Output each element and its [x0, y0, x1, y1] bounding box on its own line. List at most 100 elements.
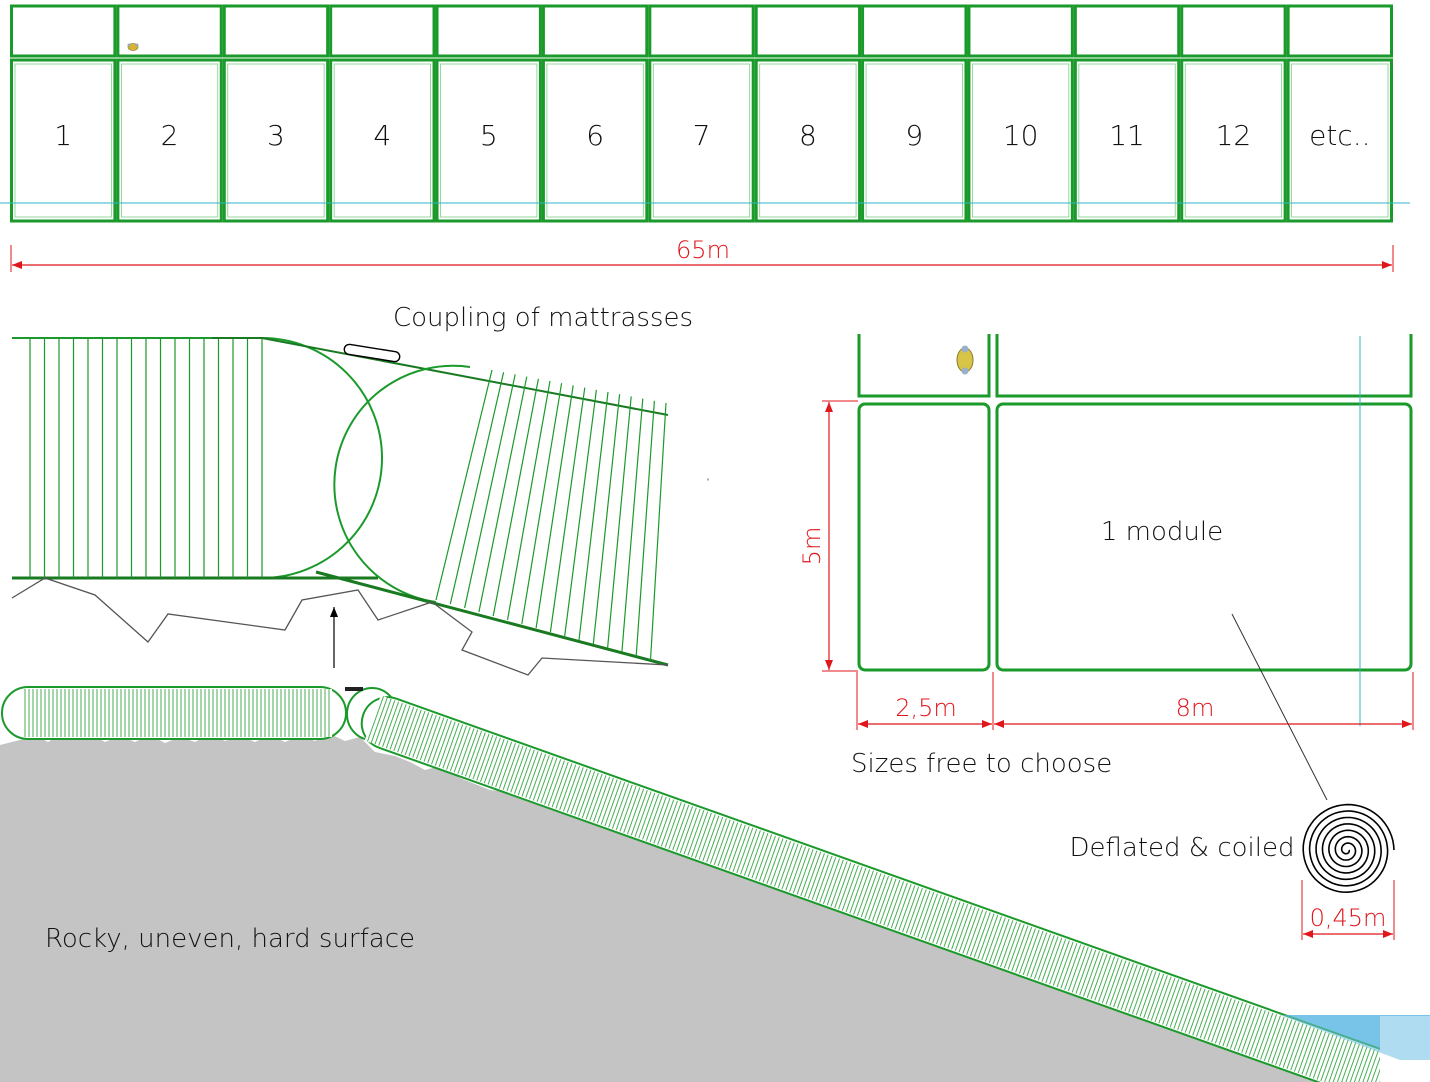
module-top-chamber	[1286, 4, 1393, 58]
module-number: 2	[161, 119, 179, 152]
module-inner-outline	[865, 63, 963, 218]
module-number: 3	[267, 119, 285, 152]
hatch-line	[592, 394, 621, 645]
module-inner-outline	[1184, 63, 1283, 218]
hatch-line	[549, 387, 586, 633]
stray-mark: ˌ	[706, 467, 710, 481]
module-inner-outline	[1078, 63, 1176, 218]
hatch-line	[478, 376, 528, 613]
module-cell: 3	[222, 4, 330, 223]
module-number: 12	[1216, 119, 1252, 152]
module-cell: 7	[648, 4, 755, 223]
sizes-note: Sizes free to choose	[851, 749, 1112, 779]
hatch-line	[621, 398, 644, 653]
narrow-width-label: 2,5m	[895, 694, 957, 722]
module-main-chamber	[116, 58, 223, 223]
hatch-line	[649, 402, 667, 661]
coupling-left-hatch	[29, 338, 263, 578]
coupling-right-mattress	[212, 337, 669, 667]
module-inner-outline	[227, 63, 325, 218]
module-top-chamber	[222, 4, 330, 58]
module-main-chamber	[648, 58, 755, 223]
hatch-line	[535, 385, 574, 629]
module-cell: 10	[967, 4, 1074, 223]
module-number: 7	[693, 119, 711, 152]
module-top-chamber	[1180, 4, 1287, 58]
coupling-connector-icon	[343, 343, 401, 363]
hatch-line	[607, 396, 632, 649]
hatch-line	[464, 374, 516, 609]
module-number: 6	[586, 119, 604, 152]
module-top-chamber	[329, 4, 436, 58]
module-inner-outline	[440, 63, 538, 218]
hatch-line	[506, 380, 551, 621]
module-main-chamber	[861, 58, 968, 223]
module-main-chamber	[10, 58, 117, 223]
coupling-left-mattress	[12, 337, 383, 580]
sloped-mattress	[360, 695, 1410, 1082]
module-inner-outline	[759, 63, 857, 218]
coupling-title: Coupling of mattrasses	[393, 303, 693, 333]
coil-label: Deflated & coiled	[1070, 833, 1295, 863]
water-overlay	[1280, 1015, 1430, 1060]
hatch-line	[492, 378, 539, 617]
terrain-label: Rocky, uneven, hard surface	[45, 924, 415, 954]
module-main-chamber	[1073, 58, 1181, 223]
module-top-chamber	[541, 4, 649, 58]
module-main-chamber	[754, 58, 862, 223]
module-number: 11	[1109, 119, 1145, 152]
module-inner-outline	[546, 63, 644, 218]
module-number: 9	[905, 119, 923, 152]
module-cell: 4	[329, 4, 436, 223]
module-top-chamber	[967, 4, 1074, 58]
module-top-chamber	[1073, 4, 1181, 58]
module-number: 8	[799, 119, 817, 152]
hatch-line	[635, 400, 655, 657]
module-inner-outline	[1291, 63, 1389, 218]
module-inner-outline	[972, 63, 1070, 218]
hatch-line	[564, 389, 597, 637]
module-top-chamber	[435, 4, 542, 58]
module-top-chamber	[861, 4, 968, 58]
height-label: 5m	[798, 527, 826, 566]
module-cell: 11	[1073, 4, 1181, 223]
valve-icon	[127, 43, 139, 51]
module-number: etc..	[1309, 119, 1370, 152]
module-top-chamber	[648, 4, 755, 58]
coupling-ground-profile	[11, 577, 669, 676]
module-main-chamber	[967, 58, 1074, 223]
module-detail-drawing	[856, 320, 1416, 726]
module-inner-outline	[652, 63, 751, 218]
module-top-chamber	[10, 4, 117, 58]
module-cell: 2	[116, 4, 223, 223]
coil-diameter-label: 0,45m	[1310, 904, 1387, 932]
module-main-chamber	[1286, 58, 1393, 223]
wide-width-label: 8m	[1176, 694, 1215, 722]
module-main-chamber	[541, 58, 649, 223]
module-inner-outline	[14, 63, 112, 218]
total-length-label: 65m	[676, 236, 730, 264]
module-main-chamber	[1180, 58, 1287, 223]
module-top-chamber	[754, 4, 862, 58]
module-top-chamber	[116, 4, 223, 58]
module-cell: 1	[10, 4, 117, 223]
module-inner-outline	[120, 63, 219, 218]
flat-mattress	[1, 686, 398, 741]
module-label: 1 module	[1101, 517, 1223, 547]
module-main-chamber	[435, 58, 542, 223]
module-valve-icon	[956, 345, 974, 375]
hatch-line	[449, 372, 505, 605]
module-number: 5	[480, 119, 498, 152]
hatch-line	[435, 369, 493, 601]
module-cell: 8	[754, 4, 862, 223]
hatch-line	[578, 391, 609, 641]
module-cell: 12	[1180, 4, 1287, 223]
module-main-chamber	[329, 58, 436, 223]
module-number: 10	[1003, 119, 1039, 152]
module-cell: 9	[861, 4, 968, 223]
module-main-chamber	[222, 58, 330, 223]
module-inner-outline	[333, 63, 431, 218]
coil-spiral-icon	[1302, 803, 1395, 894]
